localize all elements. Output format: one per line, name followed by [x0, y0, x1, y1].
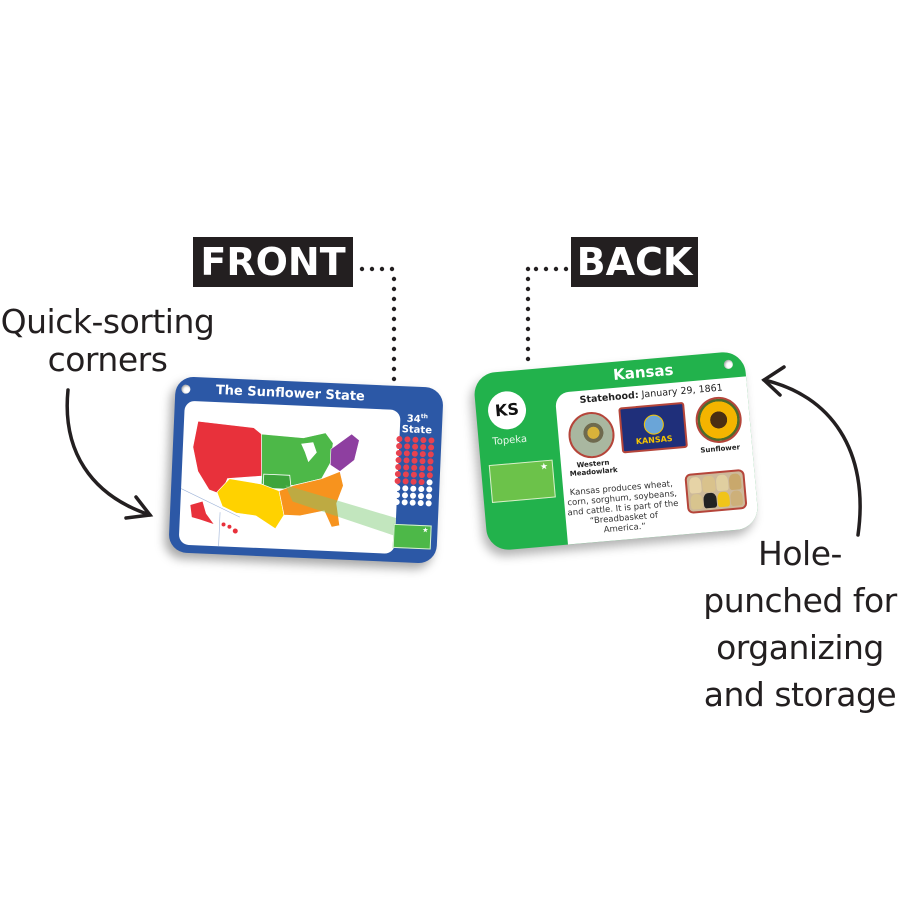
back-label: BACK	[571, 237, 698, 287]
state-flower-label: Sunflower	[700, 443, 741, 455]
statehood-dot	[409, 499, 416, 506]
state-fact: Kansas produces wheat, corn, sorghum, so…	[567, 479, 679, 536]
rank-suffix: th	[420, 412, 429, 421]
back-info-panel: Statehood: January 29, 1861 Western Mead…	[554, 376, 760, 545]
statehood-dot	[411, 450, 418, 457]
statehood-dot	[394, 463, 401, 471]
state-rank: 34th State	[398, 410, 437, 437]
statehood-dot	[411, 443, 418, 450]
statehood-dot	[417, 478, 425, 486]
statehood-dot	[402, 457, 410, 464]
caption-line: organizing	[716, 628, 884, 667]
statehood-label: Statehood:	[579, 389, 640, 406]
statehood-dot	[401, 499, 408, 506]
left-arrow-icon	[65, 388, 154, 520]
statehood-dot	[410, 464, 417, 471]
rank-number: 34	[406, 413, 421, 426]
statehood-dot	[427, 444, 434, 451]
statehood-dot	[402, 471, 409, 478]
statehood-dot	[419, 450, 426, 458]
caption-hole-punched: Hole- punched for organizing and storage	[700, 530, 900, 718]
statehood-dot	[426, 472, 433, 479]
statehood-dot	[425, 493, 432, 500]
statehood-dot	[403, 436, 411, 443]
statehood-dot	[403, 450, 410, 457]
statehood-dot	[426, 465, 433, 472]
us-map-icon	[180, 420, 396, 547]
flag-seal-icon	[643, 413, 665, 436]
front-card: The Sunflower State 34th S	[168, 376, 444, 564]
statehood-dot	[393, 498, 400, 506]
statehood-dot	[409, 492, 416, 499]
flag-text: KANSAS	[635, 434, 673, 447]
front-label: FRONT	[193, 237, 353, 287]
statehood-dot	[402, 464, 409, 471]
caption-quick-sorting: Quick-sorting corners	[0, 303, 215, 379]
capital-star-icon: ★	[539, 461, 549, 473]
statehood-dot	[395, 449, 402, 457]
caption-line: and storage	[703, 675, 897, 714]
state-bird-photo	[566, 410, 617, 460]
statehood-dot	[401, 478, 409, 485]
statehood-dot	[427, 451, 434, 458]
front-dotted-leader	[359, 266, 397, 392]
statehood-dot	[409, 485, 416, 492]
statehood-dot	[425, 486, 432, 493]
statehood-dot	[417, 485, 424, 493]
caption-line: corners	[47, 340, 168, 379]
caption-line: Quick-sorting	[0, 302, 215, 341]
back-dotted-leader	[525, 266, 569, 362]
statehood-dot	[394, 456, 402, 464]
statehood-dot	[393, 477, 401, 485]
state-bird-label: Western Meadowlark	[563, 457, 624, 478]
statehood-dot	[427, 437, 435, 444]
statehood-dot	[411, 436, 419, 443]
statehood-dot	[425, 500, 432, 507]
statehood-dots	[393, 435, 436, 507]
rank-label: State	[401, 424, 433, 437]
statehood-dot	[417, 492, 424, 500]
statehood-dot	[401, 492, 408, 499]
right-arrow-icon	[761, 365, 862, 537]
statehood-dot	[418, 464, 425, 472]
statehood-dot	[425, 479, 433, 486]
caption-line: Hole-	[758, 534, 842, 573]
statehood-dot	[410, 457, 418, 464]
state-flower-photo	[693, 395, 744, 445]
statehood-dot	[403, 443, 410, 450]
state-capital: Topeka	[491, 433, 528, 448]
statehood-dot	[395, 442, 402, 450]
statehood-dot	[418, 457, 426, 465]
kansas-outline-icon: ★	[488, 459, 556, 503]
statehood-dot	[417, 499, 424, 507]
us-map	[178, 400, 401, 554]
statehood-dot	[393, 484, 400, 492]
statehood-dot	[418, 471, 425, 479]
statehood-dot	[409, 478, 417, 485]
statehood-dot	[394, 470, 401, 478]
statehood-dot	[410, 471, 417, 478]
statehood-dot	[419, 436, 427, 444]
state-abbreviation: KS	[486, 389, 528, 431]
state-flag: KANSAS	[618, 401, 688, 454]
statehood-dot	[401, 485, 408, 492]
kansas-outline-icon: ★	[392, 523, 432, 550]
statehood-dot	[393, 491, 400, 499]
statehood-dot	[395, 435, 403, 443]
statehood-dot	[426, 458, 434, 465]
grain-sacks-photo	[684, 468, 748, 514]
caption-line: punched for	[703, 581, 897, 620]
back-card: Kansas KS Topeka ★ Statehood: January 29…	[472, 350, 760, 552]
statehood-dot	[419, 443, 426, 451]
